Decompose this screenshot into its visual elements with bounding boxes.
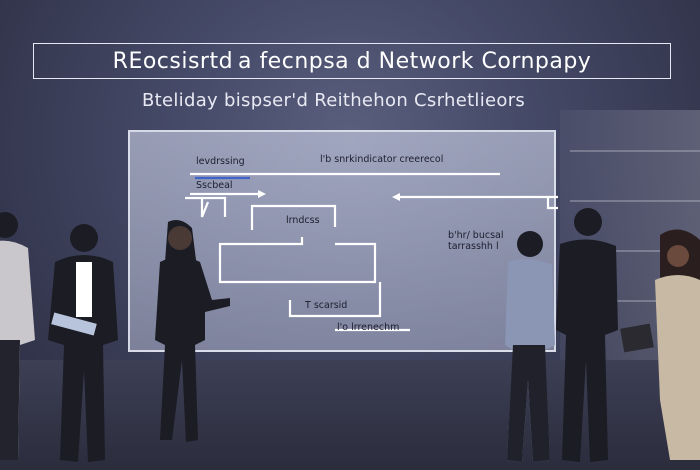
diagram-label: levdrssing: [196, 156, 245, 167]
title-banner: RЕocsisrtd a fecnpsa d Network Cornpapy: [33, 43, 671, 79]
person-center-right: [505, 231, 555, 462]
diagram-label: T scarsid: [305, 300, 348, 311]
presentation-screen: levdrssing l'b snrkindicator creerecol S…: [128, 130, 558, 352]
person-far-right: [620, 229, 700, 460]
page-title: RЕocsisrtd a fecnpsa d Network Cornpapy: [112, 48, 592, 74]
person-far-left: [0, 212, 35, 460]
diagram-label: Sscbeal: [196, 180, 233, 191]
diagram-label: b'hr/ bucsal tarrasshh l: [448, 230, 504, 252]
person-suit-left: [48, 224, 118, 462]
diagram-label: l'o lrrenechm: [337, 322, 400, 333]
diagram-label: l'b snrkindicator creerecol: [320, 154, 444, 165]
page-subtitle: Bteliday bispser'd Reithehon Csrhetlieor…: [142, 90, 526, 111]
person-presenter: [155, 220, 230, 442]
person-right: [556, 208, 618, 462]
diagram-label: lrndcss: [286, 215, 320, 226]
flow-diagram: [185, 172, 558, 332]
